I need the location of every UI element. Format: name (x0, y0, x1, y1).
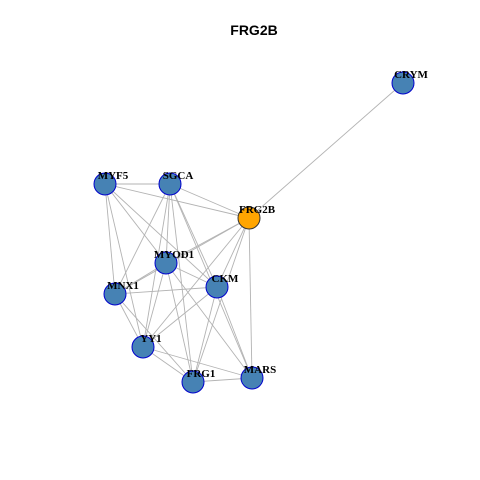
edge-mnx1-ckm (114, 286, 218, 295)
edge-ckm-mars (216, 286, 253, 379)
node-frg1: FRG1 (181, 368, 216, 394)
node-mnx1: MNX1 (103, 280, 139, 306)
node-ckm: CKM (205, 273, 240, 299)
edge-myf5-mnx1 (104, 183, 116, 295)
node-label: MYOD1 (154, 249, 194, 261)
edge-ckm-frg1 (192, 286, 218, 383)
edge-sgca-ckm (169, 183, 218, 288)
node-label: CRYM (394, 69, 428, 81)
node-circle (93, 172, 117, 196)
node-label: MARS (244, 364, 276, 376)
edge-frg2b-frg1 (192, 217, 250, 383)
node-label: FRG1 (187, 368, 216, 380)
edge-myod1-yy1 (142, 262, 167, 348)
edge-frg2b-mnx1 (114, 217, 250, 295)
node-mars: MARS (240, 364, 276, 390)
edge-sgca-frg2b (169, 183, 250, 219)
edge-frg2b-yy1 (142, 217, 250, 348)
node-label: MYF5 (98, 170, 129, 182)
node-label: CKM (212, 273, 240, 285)
edge-crym-frg2b (248, 82, 404, 219)
node-crym: CRYM (391, 69, 429, 95)
edge-frg2b-mars (248, 217, 253, 379)
node-label: YY1 (140, 333, 161, 345)
node-circle (391, 71, 415, 95)
node-myod1: MYOD1 (154, 249, 194, 275)
edge-yy1-mars (142, 346, 253, 379)
node-circle (181, 370, 205, 394)
node-circle (205, 275, 229, 299)
node-circle (158, 172, 182, 196)
edge-myf5-myod1 (104, 183, 167, 264)
node-label: SGCA (163, 170, 194, 182)
node-frg2b: FRG2B (237, 204, 276, 230)
node-circle (154, 251, 178, 275)
node-circle (237, 206, 261, 230)
edge-ckm-yy1 (142, 286, 218, 348)
node-label: FRG2B (239, 204, 276, 216)
node-label: MNX1 (107, 280, 139, 292)
node-circle (131, 335, 155, 359)
edge-myf5-ckm (104, 183, 218, 288)
edge-sgca-myod1 (165, 183, 171, 264)
node-myf5: MYF5 (93, 170, 129, 196)
edge-myod1-frg1 (165, 262, 194, 383)
node-circle (103, 282, 127, 306)
graph-title: FRG2B (230, 22, 277, 38)
node-yy1: YY1 (131, 333, 162, 359)
edge-sgca-mnx1 (114, 183, 171, 295)
node-circle (240, 366, 264, 390)
node-sgca: SGCA (158, 170, 194, 196)
edge-myf5-yy1 (104, 183, 144, 348)
edge-frg2b-ckm (216, 217, 250, 288)
